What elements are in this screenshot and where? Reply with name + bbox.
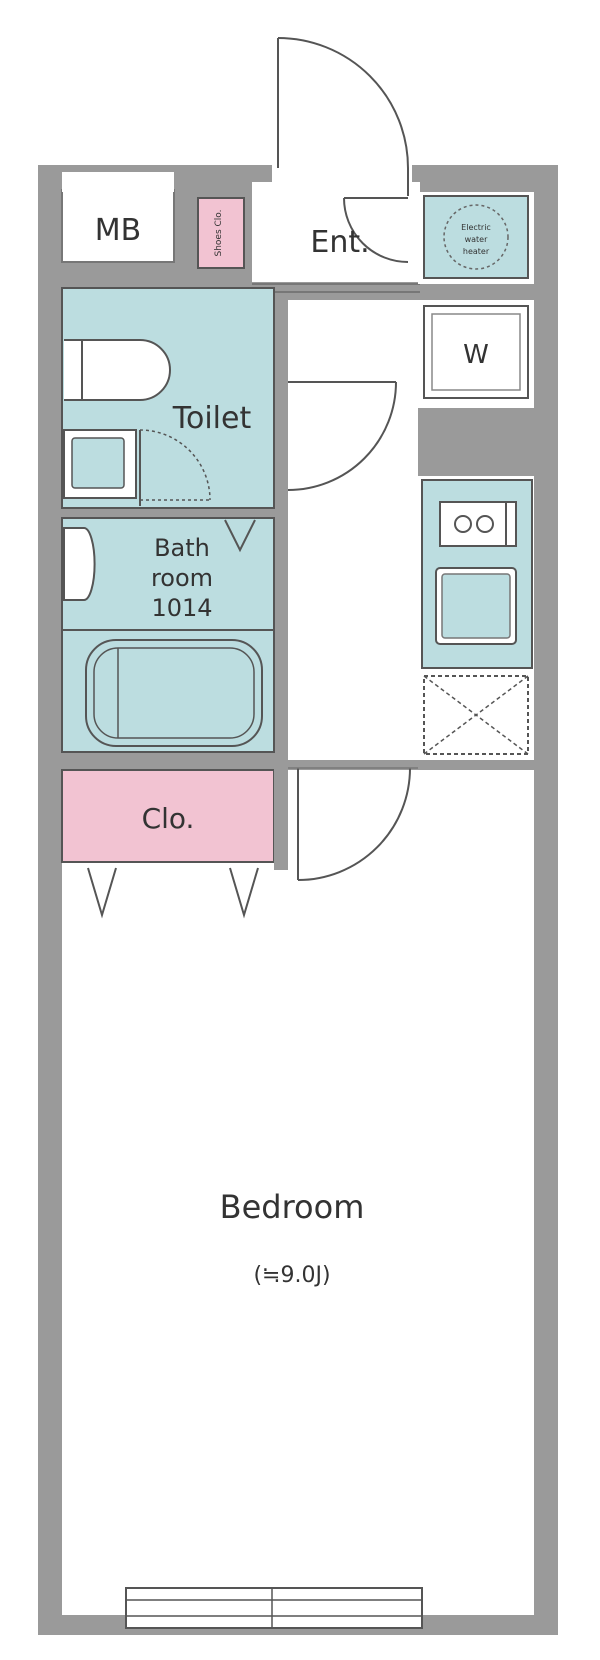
front-door-swing <box>277 37 409 169</box>
toilet-label: Toilet <box>172 401 252 436</box>
water-heater-icon <box>443 204 509 270</box>
closet <box>61 769 275 863</box>
water-heater-label-1: Electric <box>461 223 491 232</box>
washer-label: W <box>463 340 489 370</box>
bathroom-label-2: room <box>151 564 213 592</box>
burner-icon <box>454 515 472 533</box>
bathroom-label-3: 1014 <box>151 594 212 622</box>
toilet-bowl-icon <box>64 339 171 401</box>
bedroom-area-label: (≒9.0J) <box>253 1263 330 1288</box>
mb-label: MB <box>95 213 141 248</box>
water-heater-label-3: heater <box>463 247 490 256</box>
inner-door-swing <box>343 197 409 263</box>
bath-door-marker <box>224 519 256 553</box>
mb-box <box>61 189 175 263</box>
toilet-door-arc <box>287 381 397 491</box>
shoes-closet-label: Shoes Clo. <box>214 209 224 256</box>
bedroom-label: Bedroom <box>220 1188 365 1226</box>
bath-sink-icon <box>63 527 96 601</box>
washer <box>423 305 529 399</box>
bedroom-floor <box>62 770 534 1615</box>
bedroom-top-wall <box>418 760 534 770</box>
toilet-sink-icon <box>71 437 125 489</box>
sink-basin <box>441 573 511 639</box>
burner-icon <box>476 515 494 533</box>
corridor-floor <box>288 300 418 760</box>
closet-wall <box>274 760 288 870</box>
window <box>125 1587 423 1629</box>
bedroom-door-swing <box>297 767 411 881</box>
fridge-cross <box>423 675 529 755</box>
closet-door-marker <box>87 867 117 919</box>
bathtub <box>85 639 263 747</box>
bathroom-label-1: Bath <box>154 534 210 562</box>
toilet-door-swing <box>139 429 211 501</box>
entrance-opening <box>272 165 412 185</box>
water-heater-label-2: water <box>465 235 489 244</box>
closet-door-marker <box>229 867 259 919</box>
mb-top-strip <box>62 172 174 192</box>
washer-inner <box>431 313 521 391</box>
closet-label: Clo. <box>142 802 195 835</box>
water-heater <box>423 195 529 279</box>
entrance-label: Ent. <box>310 225 369 260</box>
bathtub-inner <box>93 647 255 739</box>
shoes-closet <box>197 197 245 269</box>
